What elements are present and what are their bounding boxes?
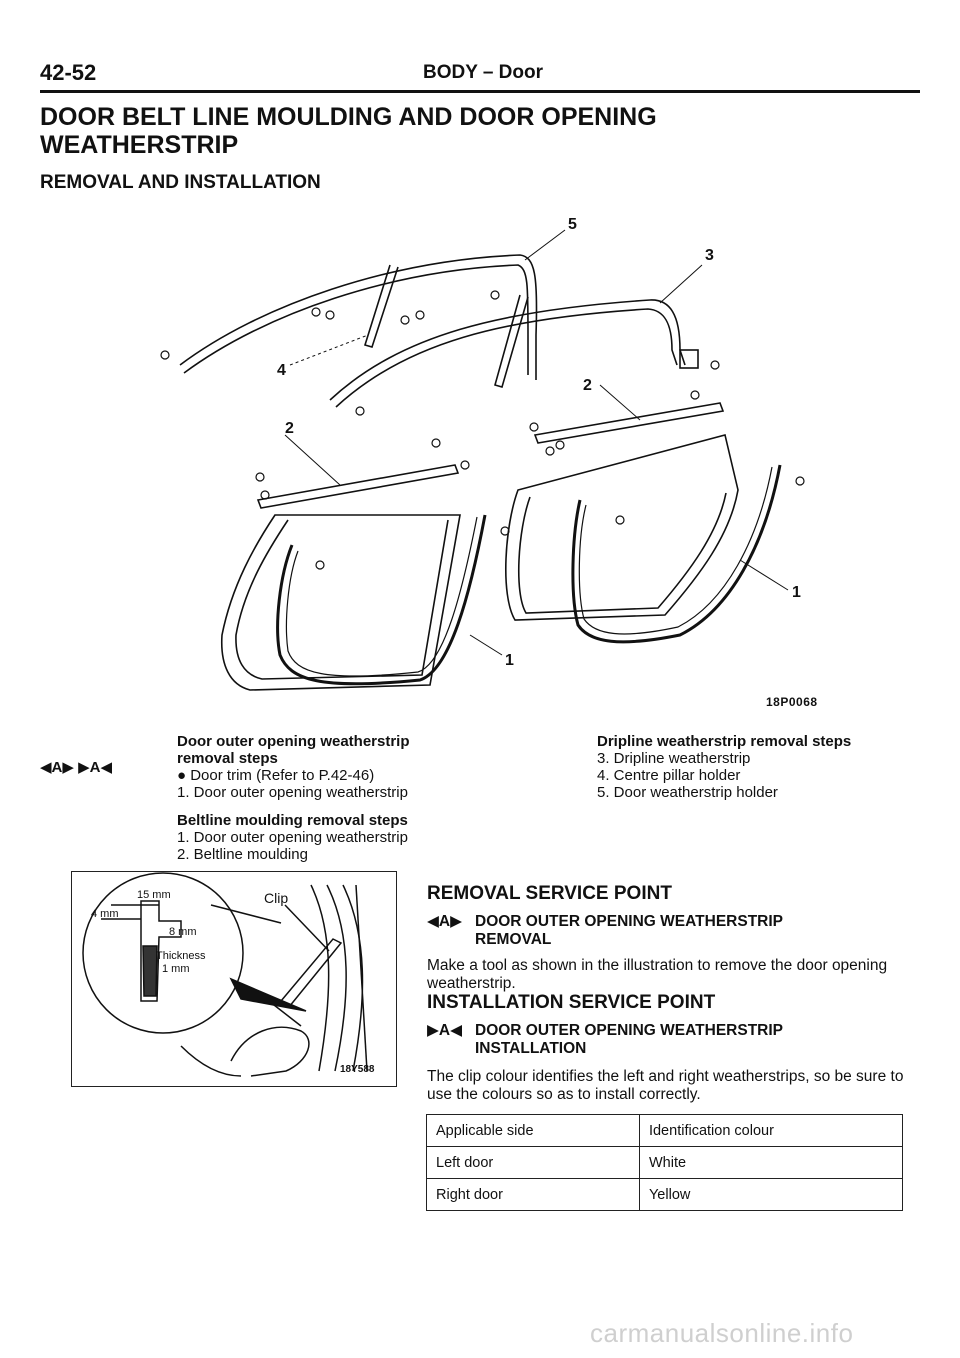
dripline-step-5: 5. Door weatherstrip holder	[597, 784, 778, 801]
clip-colour-table: Applicable side Identification colour Le…	[426, 1114, 904, 1211]
beltline-steps: Beltline moulding removal steps 1. Door …	[177, 812, 447, 863]
label-thickness: Thickness	[156, 950, 206, 962]
beltline-steps-heading: Beltline moulding removal steps	[177, 812, 408, 829]
dripline-steps-heading: Dripline weatherstrip removal steps	[597, 733, 852, 750]
removal-text: Make a tool as shown in the illustration…	[427, 957, 888, 992]
page-title: DOOR BELT LINE MOULDING AND DOOR OPENING…	[40, 103, 657, 159]
beltline-step-1: 1. Door outer opening weatherstrip	[177, 829, 408, 846]
page-number: 42-52	[40, 60, 97, 85]
door-outer-steps: Door outer opening weatherstrip removal …	[177, 733, 447, 801]
callout-1-rear: 1	[792, 584, 801, 601]
table-header-row: Applicable side Identification colour	[426, 1114, 904, 1147]
page-subtitle: REMOVAL AND INSTALLATION	[40, 172, 321, 193]
installation-item-title: DOOR OUTER OPENING WEATHERSTRIP INSTALLA…	[475, 1022, 783, 1057]
door-outer-step-1: ● Door trim (Refer to P.42-46)	[177, 767, 375, 784]
dripline-step-3: 3. Dripline weatherstrip	[597, 750, 751, 767]
label-8mm: 8 mm	[169, 926, 197, 938]
door-weatherstrip-diagram: 5 3 4 2 2 1 1	[160, 216, 805, 691]
callout-3: 3	[705, 247, 714, 264]
removal-item-title: DOOR OUTER OPENING WEATHERSTRIP REMOVAL	[475, 913, 783, 948]
callout-2-front: 2	[285, 420, 294, 437]
table-row: Right door Yellow	[426, 1178, 904, 1211]
table-row: Left door White	[426, 1146, 904, 1179]
dripline-step-4: 4. Centre pillar holder	[597, 767, 741, 784]
dripline-steps: Dripline weatherstrip removal steps 3. D…	[597, 733, 917, 801]
table-cell: Right door	[426, 1178, 640, 1211]
inset-code: 18Y588	[340, 1064, 375, 1075]
removal-service-heading: REMOVAL SERVICE POINT	[427, 883, 672, 904]
callout-1-front: 1	[505, 652, 514, 669]
table-header-cell: Applicable side	[426, 1114, 640, 1147]
table-cell: Left door	[426, 1146, 640, 1179]
installation-text: The clip colour identifies the left and …	[427, 1068, 904, 1103]
installation-item-symbol: ▶A◀	[427, 1022, 463, 1039]
label-clip: Clip	[264, 890, 288, 906]
service-symbol: ◀A▶ ▶A◀	[40, 759, 112, 776]
installation-service-heading: INSTALLATION SERVICE POINT	[427, 992, 716, 1013]
callout-2-rear: 2	[583, 377, 592, 394]
callout-4: 4	[277, 362, 286, 379]
header-rule	[40, 90, 920, 93]
door-outer-step-2: 1. Door outer opening weatherstrip	[177, 784, 408, 801]
table-cell: Yellow	[638, 1178, 904, 1211]
table-header-cell: Identification colour	[638, 1114, 904, 1147]
watermark: carmanualsonline.info	[590, 1318, 854, 1348]
tool-inset-box	[71, 871, 397, 1087]
label-4mm: 4 mm	[91, 908, 119, 920]
tool-inset-diagram: 15 mm 4 mm 8 mm Thickness 1 mm Clip	[82, 872, 368, 1077]
label-15mm: 15 mm	[137, 889, 171, 901]
section-title: BODY – Door	[423, 62, 544, 83]
beltline-step-2: 2. Beltline moulding	[177, 846, 308, 863]
label-1mm: 1 mm	[162, 963, 190, 975]
removal-item-symbol: ◀A▶	[427, 913, 463, 930]
door-outer-steps-heading: Door outer opening weatherstrip removal …	[177, 733, 410, 767]
table-cell: White	[638, 1146, 904, 1179]
figure-code: 18P0068	[766, 695, 818, 709]
callout-5: 5	[568, 216, 577, 233]
